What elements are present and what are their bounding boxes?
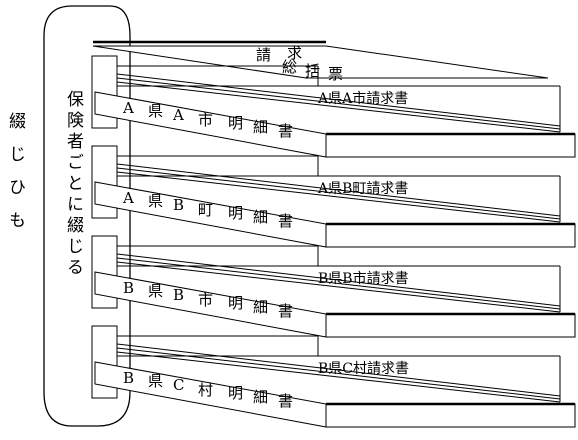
detail-label-char: 市 <box>198 291 213 309</box>
invoice-stack-line <box>116 81 561 133</box>
detail-label-char: 県 <box>148 102 163 120</box>
detail-label-char: 書 <box>278 212 293 230</box>
detail-label-char: C <box>173 376 184 394</box>
detail-label-char: 細 <box>253 298 268 316</box>
invoice-label: A県A市請求書 <box>317 90 408 107</box>
detail-label-char: 県 <box>148 372 163 390</box>
detail-label-char: 市 <box>198 111 213 129</box>
detail-stack-box <box>325 223 576 248</box>
invoice-stack-line <box>116 163 561 217</box>
group-binding-label: 保険者ごとに綴じる <box>63 90 83 279</box>
detail-label-char: 県 <box>148 192 163 210</box>
detail-label-char: 明 <box>228 294 243 312</box>
invoice-stack-line <box>116 77 561 130</box>
detail-label-char: 明 <box>228 384 243 402</box>
detail-label-char: 町 <box>198 201 213 219</box>
detail-label-char: B <box>173 286 184 304</box>
invoice-label: B県C村請求書 <box>318 361 409 377</box>
invoice-label: A県B町請求書 <box>317 181 408 197</box>
detail-label-char: 書 <box>278 392 293 410</box>
cover-title-char: 請 <box>256 46 271 64</box>
invoice-stack-line <box>116 343 561 397</box>
detail-label-char: 細 <box>253 388 268 406</box>
detail-label-char: A <box>122 99 134 117</box>
cover-title-char: 求 <box>287 44 302 62</box>
binding-string <box>43 5 131 427</box>
detail-label-char: A <box>122 189 134 207</box>
detail-stack-box <box>325 313 576 338</box>
cover-sheet: 請 求 総 括 票 <box>92 40 549 83</box>
cover-title-char: 票 <box>328 65 343 83</box>
invoice-stack-line <box>116 347 561 400</box>
invoice-stack-line <box>116 257 561 310</box>
detail-label-char: 明 <box>228 204 243 222</box>
detail-label-char: B <box>173 196 184 214</box>
detail-label-char: B <box>123 279 134 297</box>
detail-stack-box <box>325 403 576 428</box>
binding-string-label: 綴じひも <box>5 112 25 244</box>
detail-label-char: A <box>172 106 184 124</box>
detail-label-char: 明 <box>228 114 243 132</box>
cover-title-char: 総 <box>282 58 297 76</box>
detail-label-char: 村 <box>198 381 213 399</box>
detail-label-char: 書 <box>278 302 293 320</box>
detail-label-char: 細 <box>253 208 268 226</box>
invoice-stack-line <box>116 253 561 307</box>
detail-label-char: 県 <box>148 282 163 300</box>
invoice-label: B県B市請求書 <box>318 270 409 287</box>
invoice-stack-line <box>116 261 561 313</box>
detail-label-char: 細 <box>253 118 268 136</box>
invoice-stack-line <box>116 171 561 223</box>
detail-stack-box <box>325 133 576 158</box>
invoice-stack-line <box>116 351 561 403</box>
detail-label-char: B <box>123 369 134 387</box>
detail-label-char: 書 <box>278 122 293 140</box>
invoice-stack-line <box>116 73 561 127</box>
invoice-stack-line <box>116 167 561 220</box>
